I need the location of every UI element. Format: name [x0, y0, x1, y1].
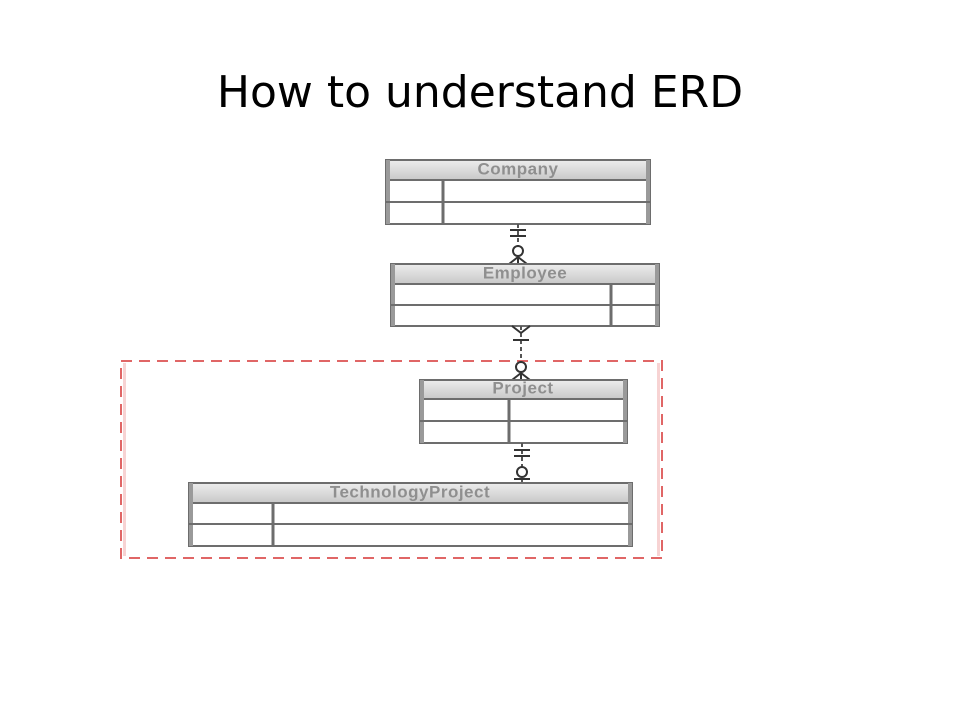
entity-project: Project	[419, 378, 628, 444]
entity-technologyproject: TechnologyProject	[188, 482, 633, 547]
relationship-employee-project	[511, 325, 531, 381]
relationship-project-technologyproject	[514, 443, 530, 483]
entity-employee-label: Employee	[483, 263, 567, 282]
entity-project-label: Project	[492, 378, 553, 397]
entity-technologyproject-label: TechnologyProject	[330, 482, 490, 501]
highlight-box	[120, 360, 663, 559]
entity-company: Company	[385, 159, 651, 225]
entity-employee: Employee	[390, 263, 660, 327]
entity-company-label: Company	[478, 159, 559, 178]
relationship-company-employee	[508, 224, 528, 265]
slide-title: How to understand ERD	[216, 67, 744, 118]
